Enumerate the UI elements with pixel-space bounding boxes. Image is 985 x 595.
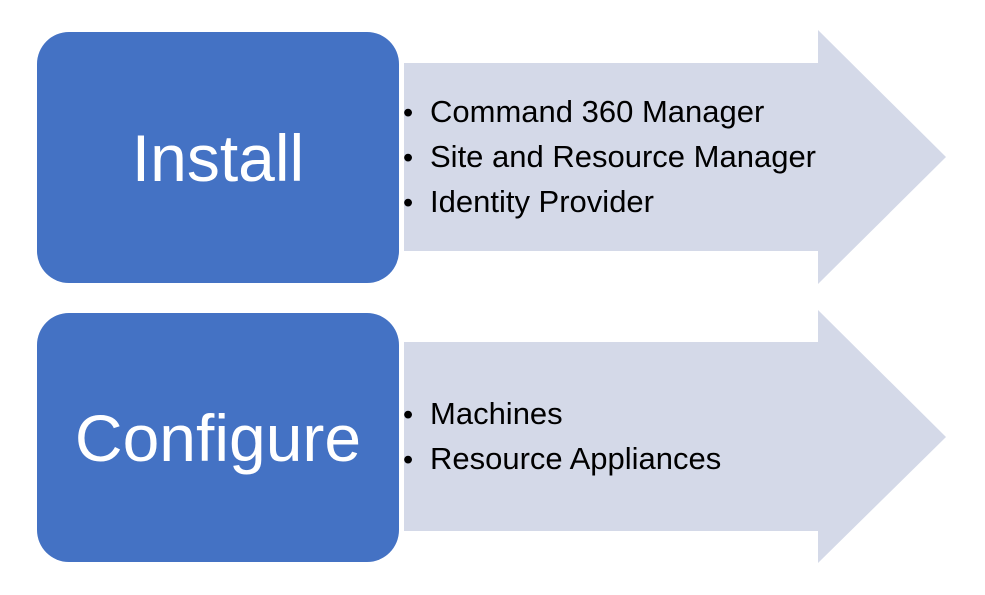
process-arrow-install — [404, 30, 946, 284]
step-label-install: Install — [131, 120, 305, 195]
step-label-configure: Configure — [74, 400, 362, 475]
bullet-icon: • — [403, 398, 414, 431]
bullet-icon: • — [403, 186, 414, 219]
list-item-text: Identity Provider — [430, 183, 654, 219]
list-item: • Identity Provider — [403, 180, 816, 225]
step-box-configure: Configure — [37, 313, 399, 562]
arrow-shape-configure — [404, 310, 946, 563]
install-items-list: • Command 360 Manager • Site and Resourc… — [403, 63, 816, 251]
list-item-text: Command 360 Manager — [430, 93, 765, 129]
list-item-text: Machines — [430, 395, 563, 431]
list-item: • Command 360 Manager — [403, 90, 816, 135]
bullet-icon: • — [403, 443, 414, 476]
list-item-text: Site and Resource Manager — [430, 138, 817, 174]
arrow-shape-install — [404, 30, 946, 284]
list-item: • Resource Appliances — [403, 437, 721, 482]
list-item: • Machines — [403, 392, 721, 437]
list-item: • Site and Resource Manager — [403, 135, 816, 180]
list-item-text: Resource Appliances — [430, 440, 722, 476]
bullet-icon: • — [403, 141, 414, 174]
bullet-icon: • — [403, 96, 414, 129]
configure-items-list: • Machines • Resource Appliances — [403, 342, 721, 531]
process-arrow-configure — [404, 310, 946, 563]
step-box-install: Install — [37, 32, 399, 283]
